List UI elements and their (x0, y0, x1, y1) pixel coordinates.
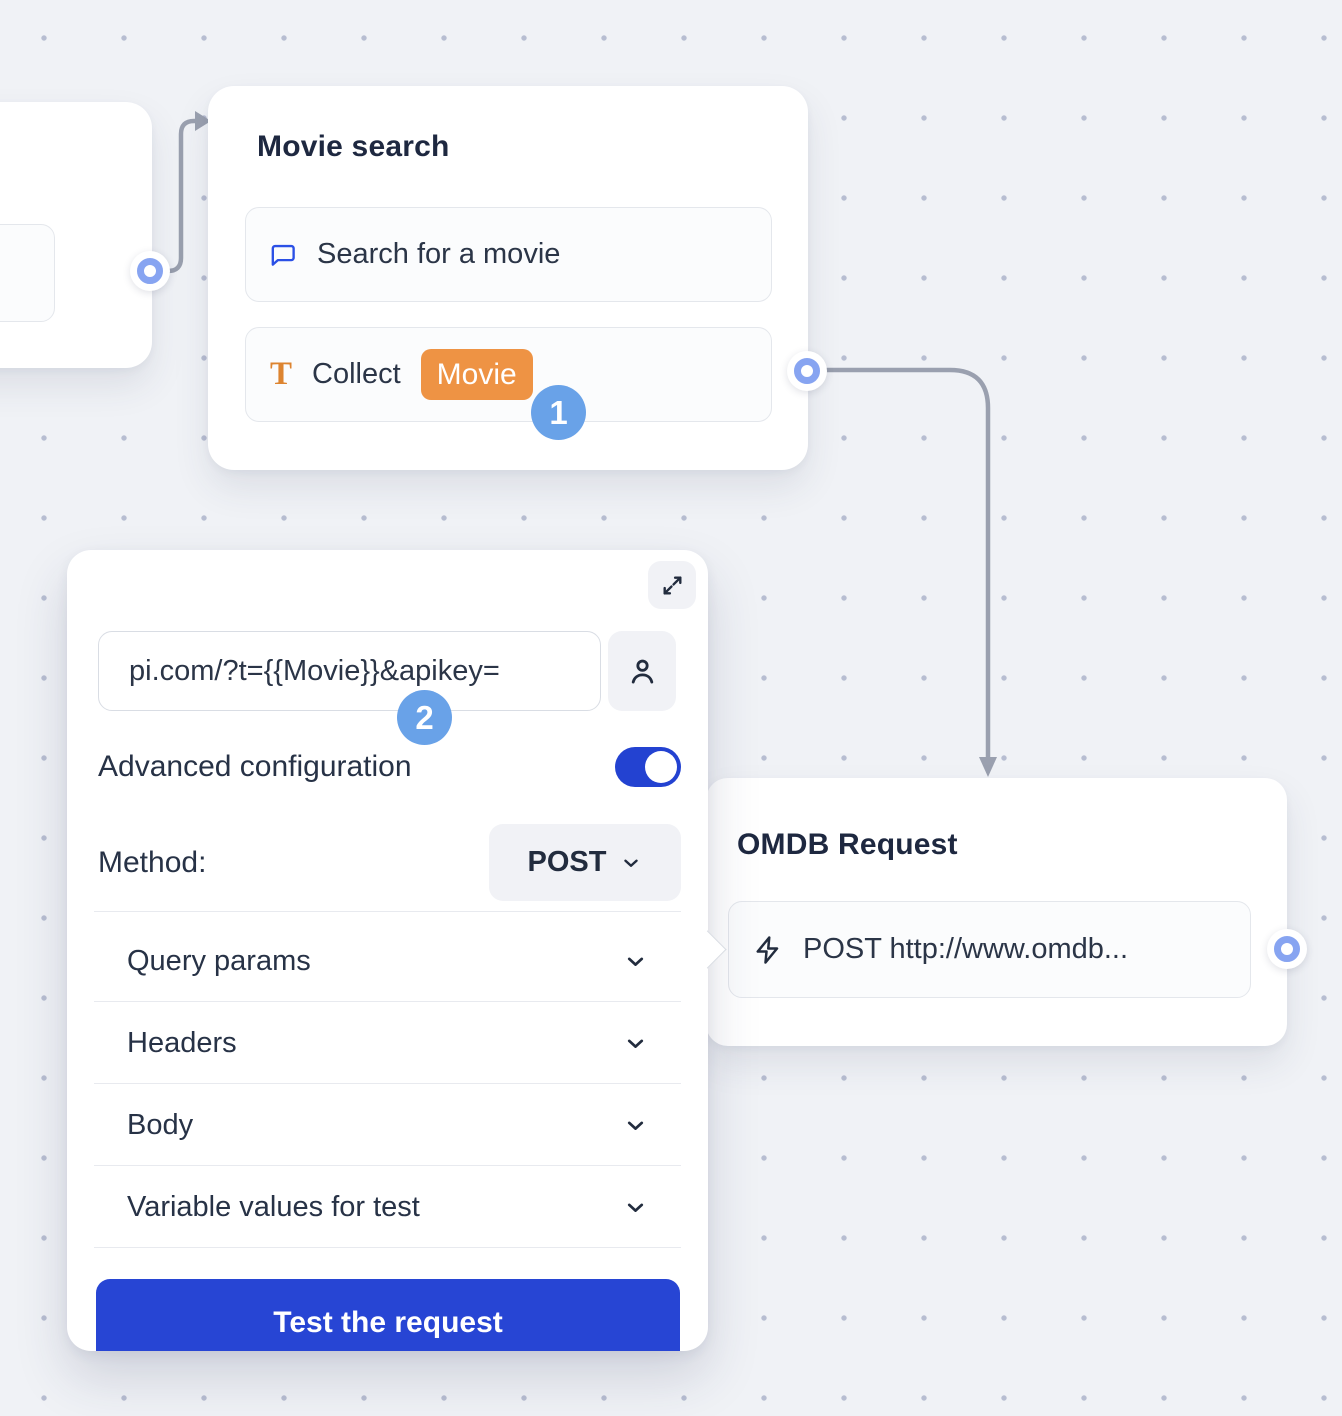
section-label: Variable values for test (127, 1190, 420, 1223)
person-button[interactable] (608, 631, 676, 711)
section-variable-values[interactable]: Variable values for test (94, 1167, 681, 1247)
chevron-down-icon (627, 957, 644, 966)
method-select[interactable]: POST (489, 824, 681, 901)
divider (94, 1247, 681, 1248)
webhook-editor-panel: Advanced configuration Method: POST Quer… (67, 550, 708, 1351)
method-label: Method: (98, 845, 207, 879)
chevron-down-icon (624, 859, 639, 867)
node-title: Movie search (257, 130, 450, 163)
advanced-configuration-label: Advanced configuration (98, 750, 412, 783)
section-body[interactable]: Body (94, 1085, 681, 1165)
section-label: Body (127, 1108, 194, 1141)
advanced-configuration-toggle[interactable] (615, 747, 681, 787)
section-headers[interactable]: Headers (94, 1003, 681, 1083)
node-item-collect[interactable]: T Collect Movie (245, 327, 772, 422)
omdb-request-node[interactable]: OMDB Request POST http://www.omdb... (706, 778, 1287, 1046)
node-item-webhook[interactable]: POST http://www.omdb... (728, 901, 1251, 998)
node-item-label: Collect (312, 358, 401, 390)
person-icon (631, 659, 653, 684)
output-port[interactable] (787, 351, 827, 391)
output-port[interactable] (1267, 929, 1307, 969)
method-value: POST (527, 846, 607, 878)
test-request-button[interactable]: Test the request (96, 1279, 680, 1351)
advanced-configuration-row: Advanced configuration (98, 747, 681, 787)
port-ring (137, 258, 163, 284)
divider (94, 1083, 681, 1084)
step-badge-1: 1 (531, 385, 586, 440)
divider (94, 911, 681, 912)
variable-tag[interactable]: Movie (420, 348, 533, 401)
divider (94, 1165, 681, 1166)
chevron-down-icon (627, 1121, 644, 1130)
text-input-icon: T (270, 356, 293, 392)
divider (94, 1001, 681, 1002)
port-ring (1274, 936, 1300, 962)
partial-node-item[interactable] (0, 224, 55, 322)
expand-button[interactable] (648, 561, 696, 609)
chevron-down-icon (627, 1039, 644, 1048)
chat-bubble-icon (271, 244, 295, 266)
step-badge-2: 2 (397, 690, 452, 745)
toggle-knob (645, 751, 677, 783)
node-item-label: Search for a movie (317, 238, 561, 270)
expand-icon (662, 575, 682, 595)
connector-line-right (809, 367, 991, 761)
connector-line-left (150, 118, 199, 274)
connector-arrowhead-right (979, 757, 997, 777)
method-row: Method: POST (98, 824, 681, 901)
movie-search-node[interactable]: Movie search Search for a movie T Collec… (208, 86, 808, 470)
section-label: Headers (127, 1026, 237, 1059)
lightning-icon (756, 935, 779, 964)
output-port[interactable] (130, 251, 170, 291)
port-ring (794, 358, 820, 384)
section-label: Query params (127, 944, 311, 977)
node-title: OMDB Request (737, 828, 958, 861)
url-input[interactable] (98, 631, 601, 711)
node-item-search[interactable]: Search for a movie (245, 207, 772, 302)
section-query-params[interactable]: Query params (94, 921, 681, 1001)
partial-node-card[interactable] (0, 102, 152, 368)
node-item-label: POST http://www.omdb... (803, 933, 1129, 965)
chevron-down-icon (627, 1203, 644, 1212)
